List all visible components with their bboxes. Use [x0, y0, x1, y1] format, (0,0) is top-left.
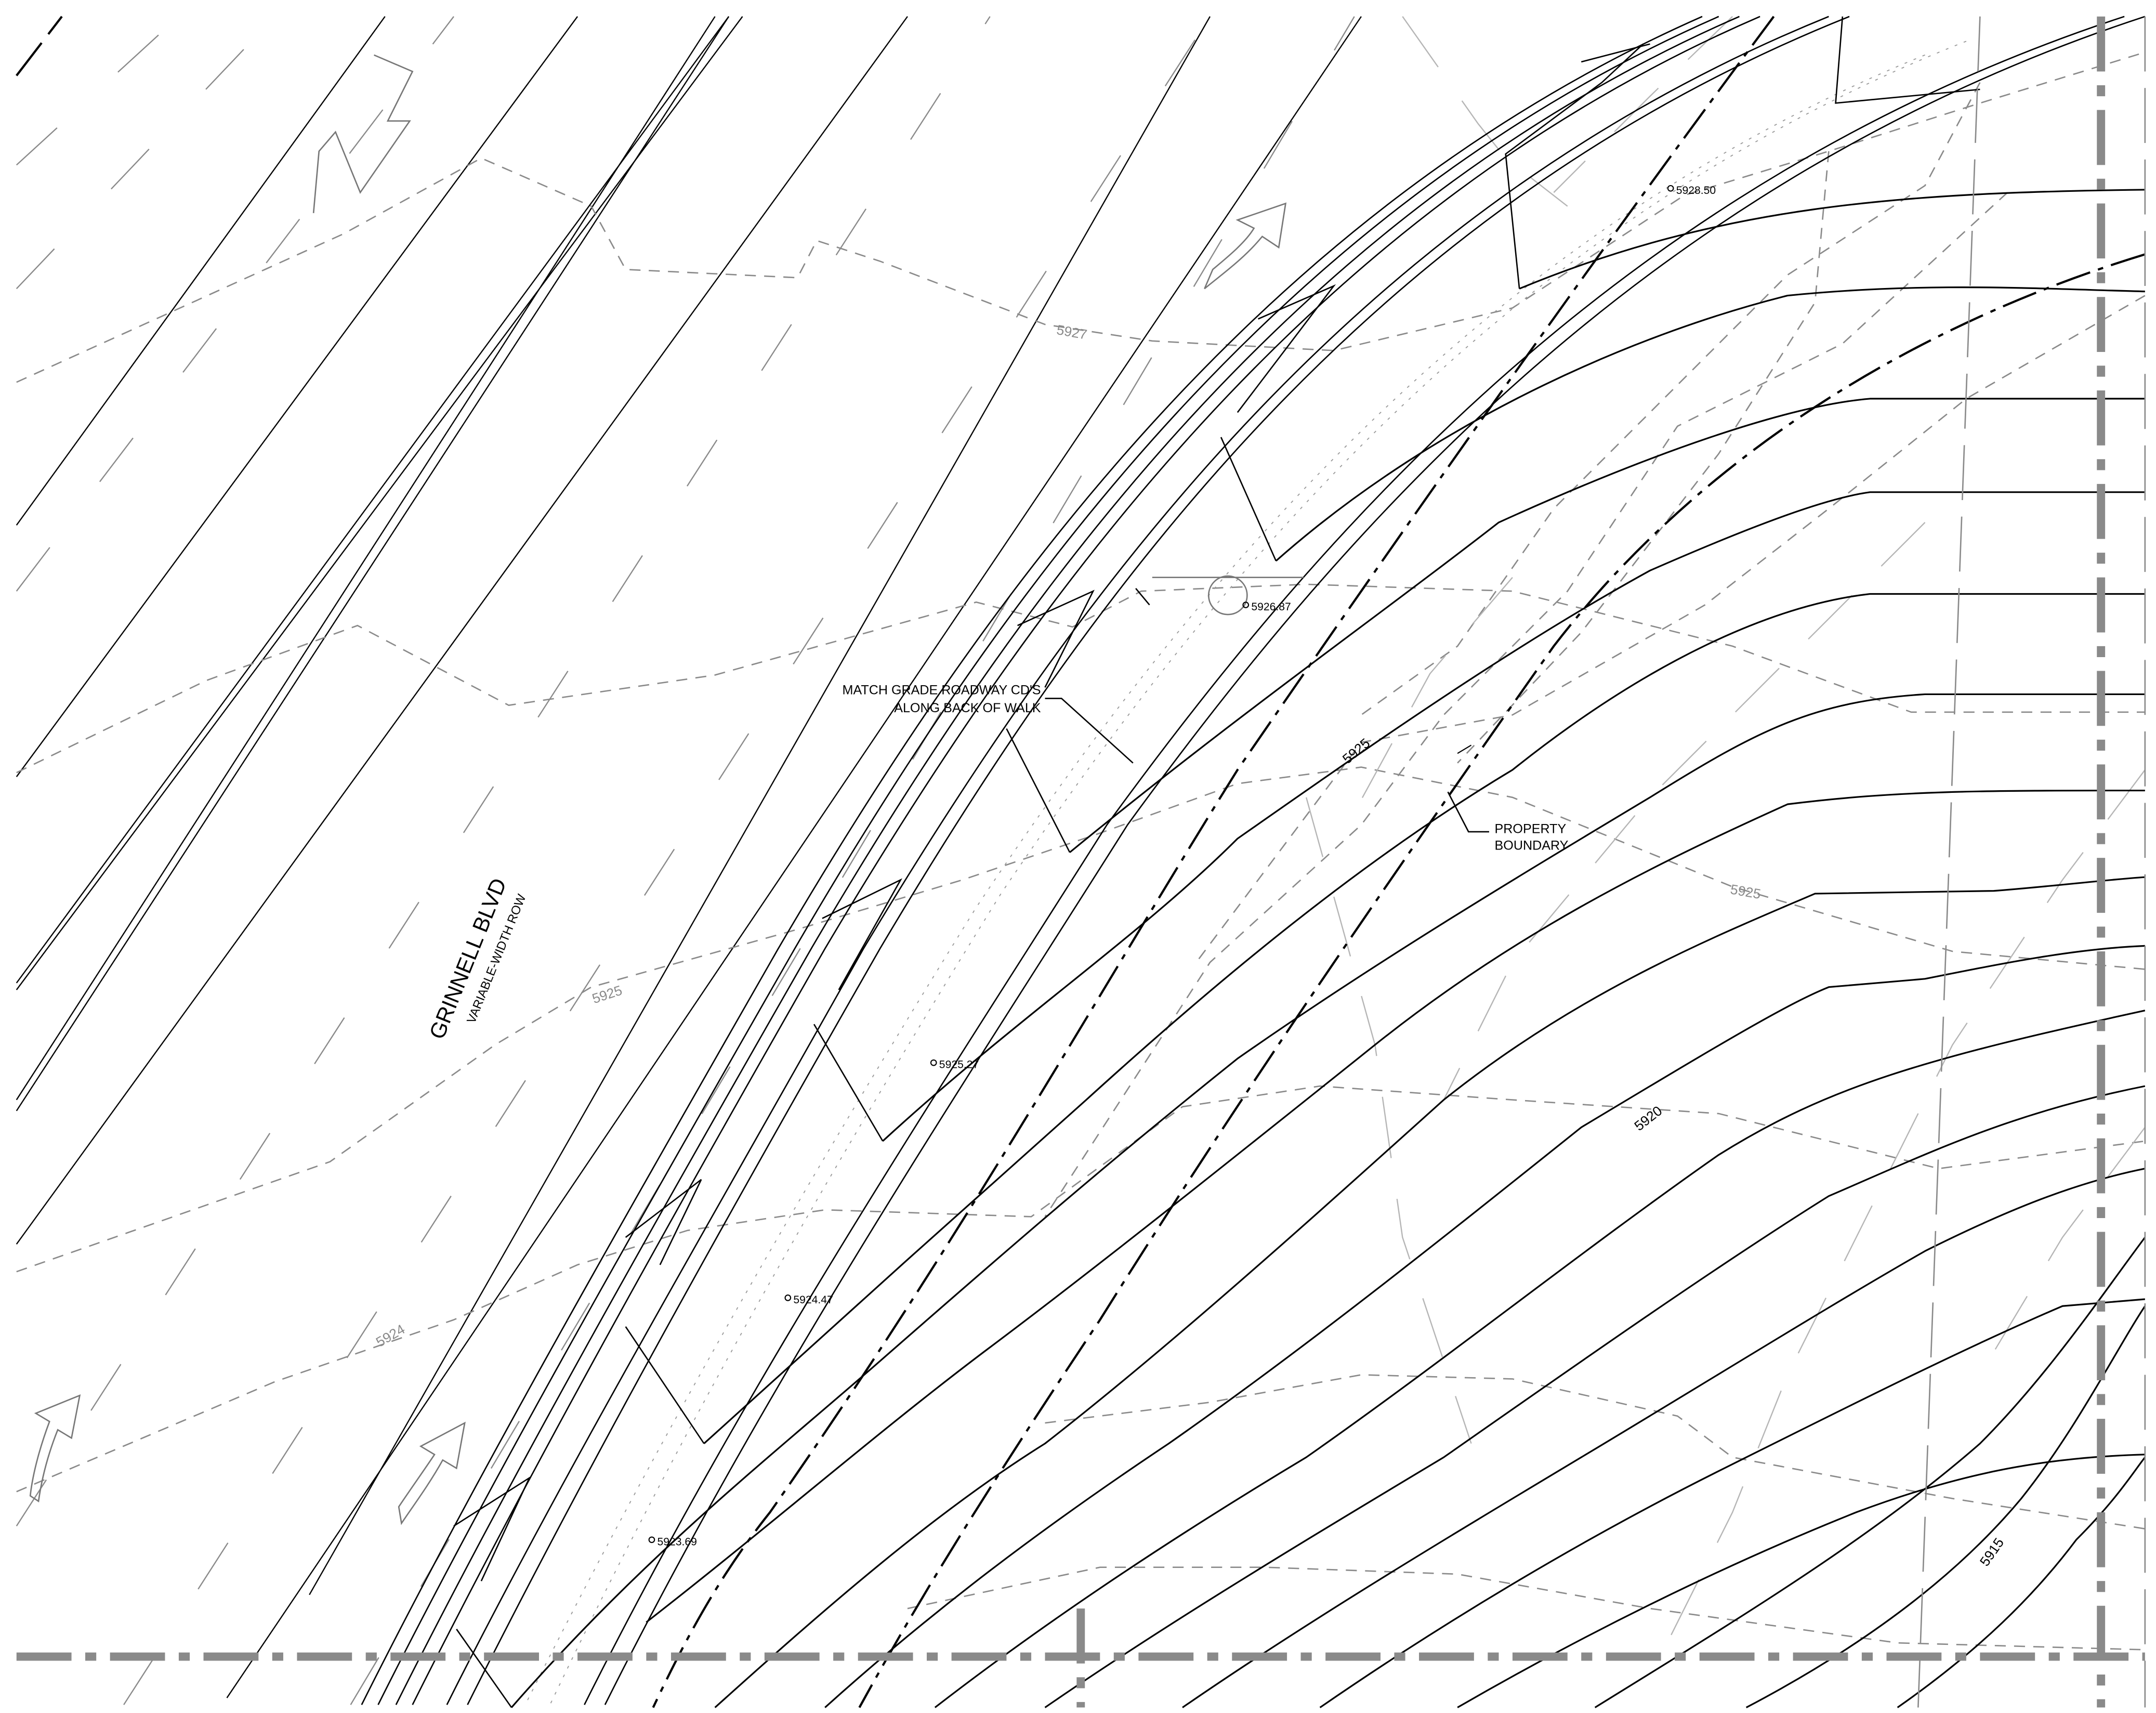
proposed-contour-label-5920: 5920	[1632, 1103, 1665, 1134]
arrow-curve-icon	[1204, 202, 1287, 290]
road-linework	[16, 16, 1362, 1698]
arrow-curve-icon	[29, 1394, 81, 1503]
arrow-down-icon	[312, 54, 414, 214]
spot-elevation-4: 5924.47	[784, 1294, 833, 1306]
traffic-arrows	[29, 54, 1287, 1525]
proposed-contour-label-5925: 5925	[1339, 735, 1373, 767]
note-match-grade-line1: MATCH GRADE ROADWAY CD'S	[843, 683, 1041, 697]
existing-contour-label-5925-right: 5925	[1729, 881, 1762, 902]
top-left-tick	[16, 16, 63, 76]
curb-and-walk	[361, 16, 2146, 1705]
note-property-line1: PROPERTY	[1495, 822, 1567, 836]
existing-contour-label-5925-left: 5925	[590, 982, 624, 1006]
spot-elevation-5: 5923.69	[648, 1536, 697, 1548]
leader-lines	[1045, 698, 1489, 833]
note-property-line2: BOUNDARY	[1495, 838, 1569, 853]
proposed-contours	[510, 189, 2146, 1708]
arrow-curve-icon	[398, 1421, 466, 1525]
spot-elevation-1-label: 5928.50	[1676, 185, 1716, 197]
existing-contour-label-5924: 5924	[373, 1321, 407, 1350]
gray-edge-lines	[1917, 16, 2146, 1708]
walk-joints	[453, 16, 1980, 1708]
spot-elevation-3: 5925.27	[930, 1059, 979, 1071]
walk-stipple	[524, 41, 1967, 1705]
site-boundary	[16, 16, 2145, 1708]
spot-elevation-4-label: 5924.47	[793, 1294, 833, 1306]
spot-elevation-2: 5926.87	[1242, 601, 1291, 613]
property-boundary-lines	[652, 16, 2146, 1708]
note-match-grade-line2: ALONG BACK OF WALK	[894, 701, 1041, 715]
existing-contour-label-5927: 5927	[1056, 322, 1088, 343]
spot-elevation-2-label: 5926.87	[1251, 601, 1291, 613]
road-lane-dashes	[16, 16, 1355, 1705]
spot-elevation-5-label: 5923.69	[658, 1536, 697, 1548]
proposed-contour-label-5915: 5915	[1977, 1535, 2007, 1569]
spot-elevation-3-label: 5925.27	[939, 1059, 979, 1071]
manhole-symbol	[1135, 575, 1304, 616]
spot-elevation-1: 5928.50	[1667, 185, 1716, 197]
